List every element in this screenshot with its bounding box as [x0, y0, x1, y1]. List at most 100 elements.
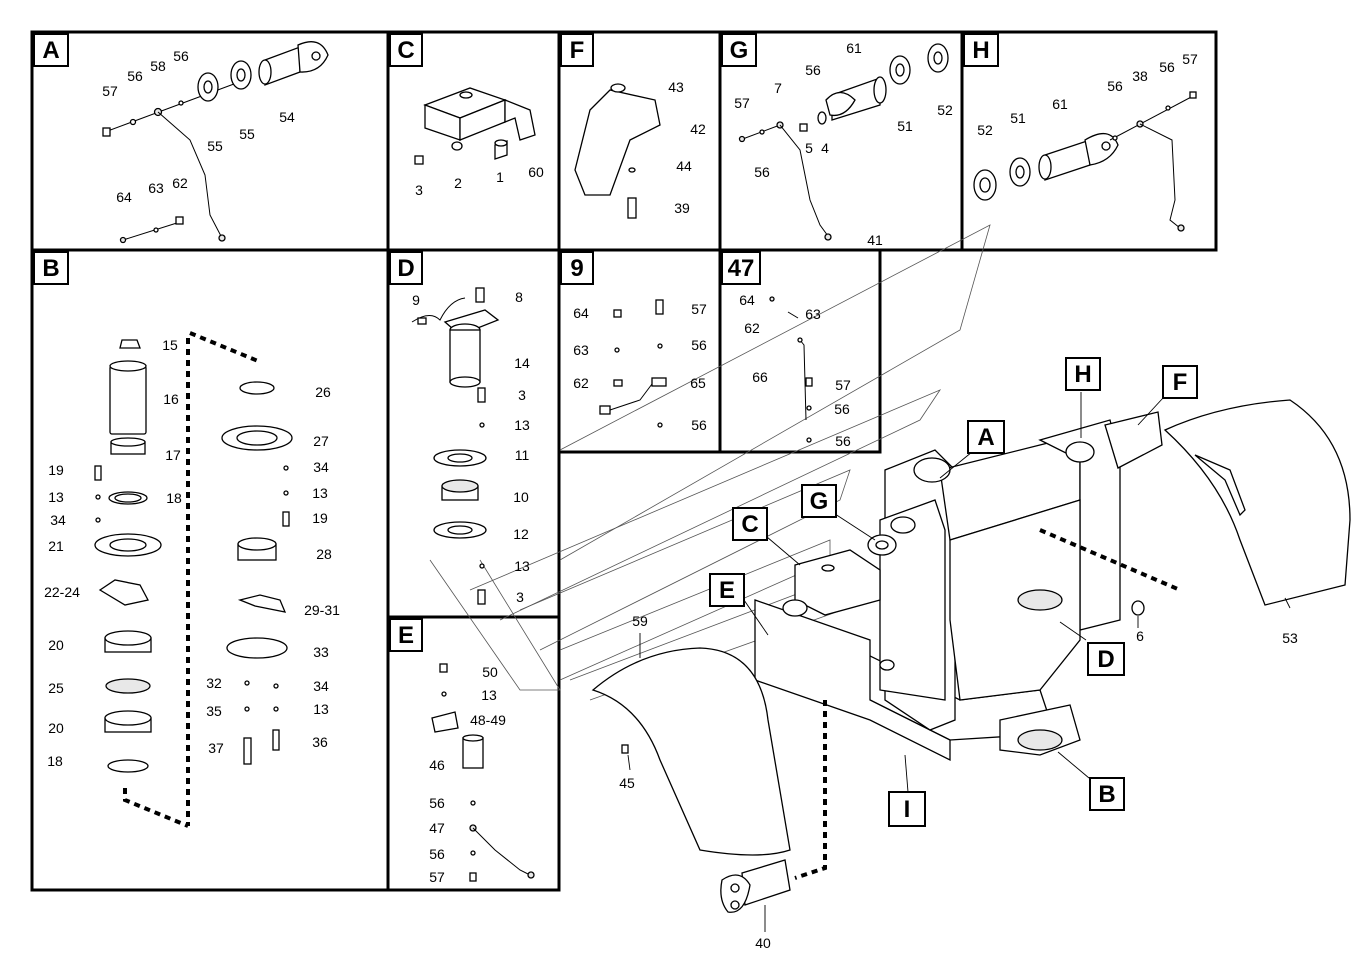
part-number-label: 41: [867, 232, 883, 248]
part-number-label: 2: [454, 175, 462, 191]
panel-E-parts: [431, 663, 535, 882]
part-number-label: 50: [482, 664, 498, 680]
panel-tag-A: A: [33, 33, 69, 67]
part-number-label: 56: [127, 68, 143, 84]
part-number-label: 19: [312, 510, 328, 526]
panel-47-frame: [718, 248, 882, 454]
fender-53: [1163, 399, 1351, 606]
part-number-label: 18: [47, 753, 63, 769]
callout-tag-D: D: [1087, 642, 1125, 676]
part-number-label: 47: [429, 820, 445, 836]
part-number-label: 20: [48, 637, 64, 653]
part-number-label: 3: [516, 589, 524, 605]
part-number-label: 13: [481, 687, 497, 703]
part-number-label: 55: [207, 138, 223, 154]
part-number-label: 54: [279, 109, 295, 125]
panel-9-parts: [599, 299, 667, 428]
part-number-label: 57: [835, 377, 851, 393]
perspective-guides: [429, 224, 991, 701]
part-number-label: 13: [514, 417, 530, 433]
part-number-label: 5: [805, 140, 813, 156]
panel-A-parts: [102, 41, 329, 244]
part-number-label: 3: [518, 387, 526, 403]
part-number-label: 57: [1182, 51, 1198, 67]
panel-tag-G: G: [721, 33, 757, 67]
part-number-label: 34: [50, 512, 66, 528]
part-number-label: 35: [206, 703, 222, 719]
panel-tag-47: 47: [721, 251, 761, 285]
part-number-label: 12: [513, 526, 529, 542]
svg-text:E: E: [719, 577, 735, 604]
svg-text:B: B: [1098, 781, 1115, 808]
part-number-label: 51: [1010, 110, 1026, 126]
part-number-label: 37: [208, 740, 224, 756]
svg-text:G: G: [730, 37, 749, 64]
part-number-label: 57: [429, 869, 445, 885]
panel-47-parts: [769, 296, 813, 443]
svg-text:A: A: [977, 424, 994, 451]
part-number-label: 64: [739, 292, 755, 308]
part-number-label: 52: [977, 122, 993, 138]
part-number-label: 14: [514, 355, 530, 371]
part-number-label: 56: [1159, 59, 1175, 75]
part-number-label: 4: [821, 140, 829, 156]
part-number-label: 58: [150, 58, 166, 74]
svg-text:A: A: [42, 37, 59, 64]
part-number-label: 48-49: [470, 712, 506, 728]
part-number-label: 51: [897, 118, 913, 134]
part-number-label: 56: [429, 846, 445, 862]
panel-H-frame: [960, 30, 1218, 252]
part-number-label: 38: [1132, 68, 1148, 84]
part-number-label: 61: [846, 40, 862, 56]
panel-tag-B: B: [33, 251, 69, 285]
svg-text:E: E: [398, 622, 414, 649]
panel-tag-H: H: [963, 33, 999, 67]
part-number-label: 13: [313, 701, 329, 717]
part-number-label: 17: [165, 447, 181, 463]
panel-tag-9: 9: [560, 251, 594, 285]
panel-tag-D: D: [389, 251, 423, 285]
svg-text:F: F: [1173, 369, 1188, 396]
part-number-label: 64: [116, 189, 132, 205]
part-number-label: 34: [313, 459, 329, 475]
part-number-label: 39: [674, 200, 690, 216]
callout-tag-I: I: [888, 791, 926, 827]
part-number-label: 25: [48, 680, 64, 696]
fender-59: [591, 647, 791, 856]
panel-H-parts: [973, 91, 1197, 232]
panel-B-parts: [94, 331, 293, 828]
part-number-label: 42: [690, 121, 706, 137]
part-number-label: 62: [573, 375, 589, 391]
part-number-label: 56: [835, 433, 851, 449]
callout-tag-C: C: [732, 507, 768, 541]
part-number-label: 11: [515, 447, 530, 463]
part-number-label: 29-31: [304, 602, 340, 618]
part-number-label: 9: [412, 292, 420, 308]
svg-text:B: B: [42, 255, 59, 282]
part-number-label: 7: [774, 80, 782, 96]
panel-B-frame: [30, 248, 390, 892]
panel-F-parts: [574, 83, 661, 219]
part-number-label: 40: [755, 935, 771, 951]
svg-text:G: G: [810, 488, 829, 515]
part-number-label: 6: [1136, 628, 1144, 644]
part-number-label: 56: [834, 401, 850, 417]
svg-text:9: 9: [570, 255, 583, 282]
part-number-label: 56: [429, 795, 445, 811]
part-number-label: 19: [48, 462, 64, 478]
part-number-label: 36: [312, 734, 328, 750]
part-number-label: 34: [313, 678, 329, 694]
panel-G-parts: [738, 43, 949, 241]
part-number-label: 65: [690, 375, 706, 391]
part-number-label: 56: [691, 417, 707, 433]
panel-C-parts: [414, 87, 536, 165]
part-number-label: 26: [315, 384, 331, 400]
callout-tag-F: F: [1162, 365, 1198, 399]
panel-tag-E: E: [389, 618, 423, 652]
part-number-label: 3: [415, 182, 423, 198]
svg-text:C: C: [397, 37, 414, 64]
svg-text:H: H: [1074, 361, 1091, 388]
part-number-label: 62: [172, 175, 188, 191]
svg-text:H: H: [972, 37, 989, 64]
